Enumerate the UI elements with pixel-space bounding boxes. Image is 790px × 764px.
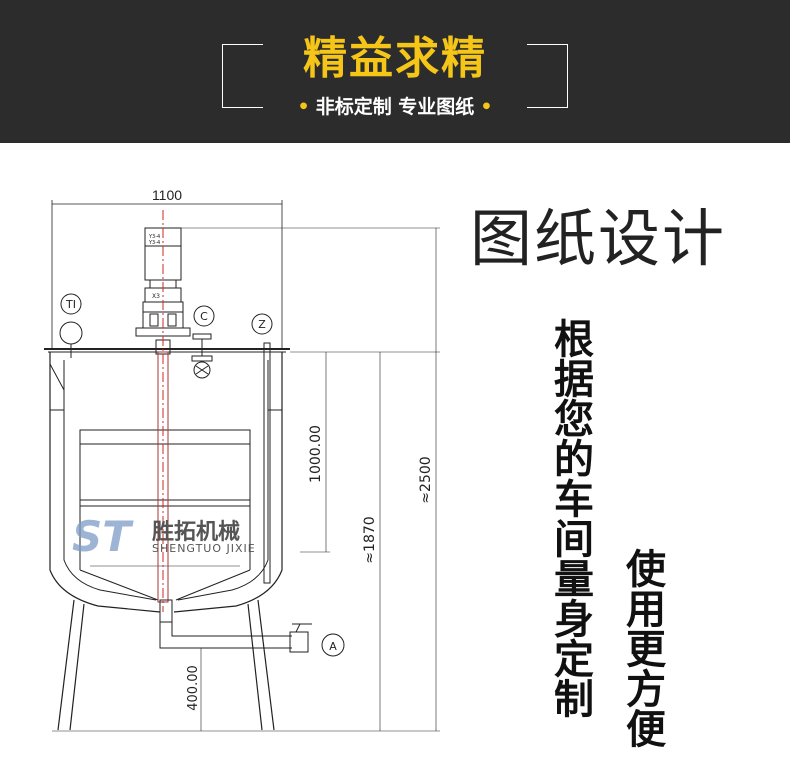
watermark-name-en: SHENGTUO JIXIE [152, 542, 256, 555]
section-heading: 图纸设计 [470, 202, 727, 275]
bullet-right: • [480, 96, 493, 118]
tank-drawing: 1100 Y3-4 Y3-4 X3 TI C Z [44, 187, 440, 732]
leg-height-dimension: 400.00 [186, 665, 201, 711]
motor-label-2: Y3-4 [148, 240, 160, 246]
banner-left-bracket [222, 44, 263, 108]
port-ti-circle [60, 293, 82, 315]
port-z-label: Z [258, 318, 266, 331]
port-a-label: A [329, 640, 337, 653]
banner-right-bracket [527, 44, 568, 108]
port-c-label: C [200, 310, 208, 323]
liquid-dimension: 1000.00 [308, 425, 324, 483]
watermark-logo: ST [72, 512, 131, 561]
vertical-slogan-2: 使用更方便 [619, 548, 665, 748]
width-dimension: 1100 [152, 187, 182, 203]
banner-subtitle: 非标定制 专业图纸 [315, 96, 475, 118]
total-height-dimension: ≈2500 [418, 456, 434, 503]
vertical-slogan-1: 根据您的车间量身定制 [547, 318, 593, 718]
watermark-name-cn: 胜拓机械 [152, 520, 241, 545]
port-z-circle [251, 313, 273, 335]
body-height-dimension: ≈1870 [362, 516, 378, 563]
port-a-circle [321, 633, 345, 657]
bullet-left: • [297, 96, 310, 118]
top-banner: 精益求精 •非标定制 专业图纸• [0, 0, 790, 143]
port-ti-label: TI [65, 298, 76, 311]
reducer-label: X3 [152, 293, 160, 300]
motor-label-1: Y3-4 [148, 234, 160, 240]
banner-subtitle-row: •非标定制 专业图纸• [0, 92, 790, 119]
banner-title: 精益求精 [303, 33, 487, 84]
port-c-circle [193, 305, 215, 327]
